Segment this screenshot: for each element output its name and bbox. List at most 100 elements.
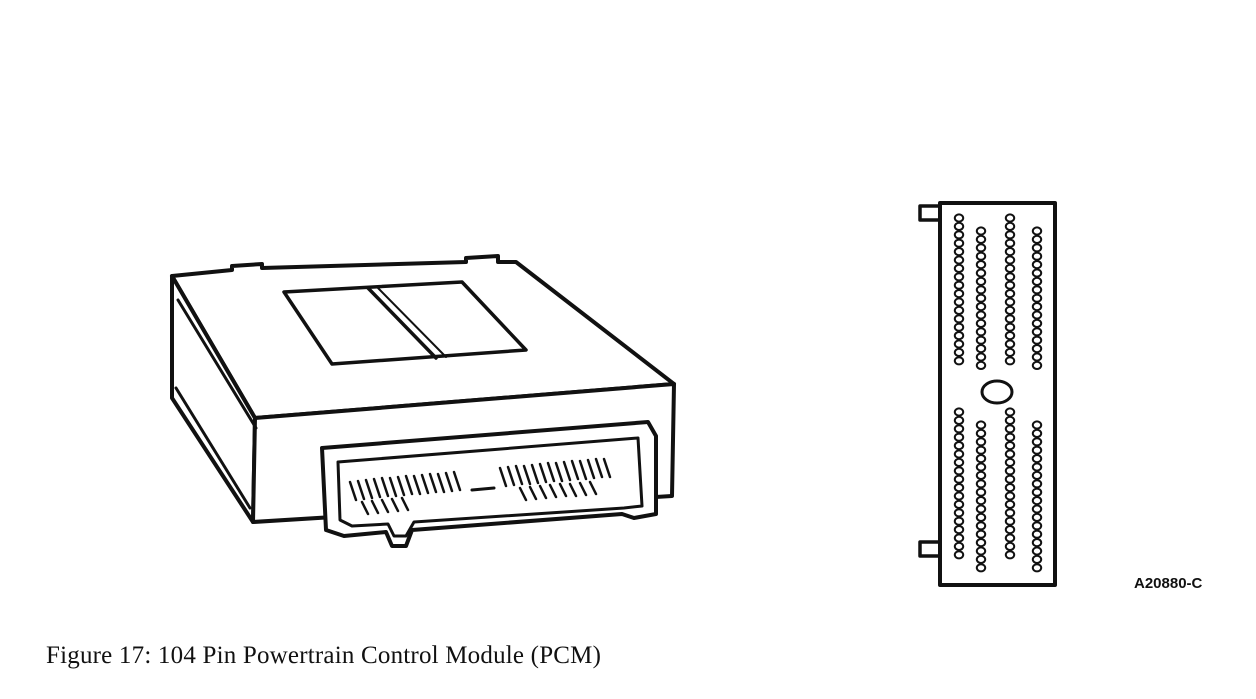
connector-pin-hole bbox=[975, 344, 987, 354]
connector-pin-hole bbox=[975, 243, 987, 253]
connector-pin-hole bbox=[1004, 305, 1016, 315]
connector-pin-hole bbox=[1031, 563, 1043, 573]
connector-pin-hole bbox=[953, 483, 965, 493]
connector-pin-hole bbox=[953, 221, 965, 231]
connector-pin-hole bbox=[1031, 335, 1043, 345]
connector-pin-hole bbox=[953, 491, 965, 501]
connector-pin-hole bbox=[975, 420, 987, 430]
figure-id-label: A20880-C bbox=[1134, 575, 1203, 592]
connector-pin-hole bbox=[1004, 432, 1016, 442]
connector-pin-hole bbox=[953, 331, 965, 341]
connector-pin-hole bbox=[953, 474, 965, 484]
connector-pin-hole bbox=[1031, 546, 1043, 556]
connector-pin-hole bbox=[1004, 508, 1016, 518]
connector-pin-hole bbox=[975, 546, 987, 556]
connector-pin-hole bbox=[1031, 504, 1043, 514]
connector-pin-hole bbox=[975, 318, 987, 328]
connector-latch-tab-bottom bbox=[918, 540, 940, 558]
connector-pin-hole bbox=[953, 533, 965, 543]
connector-pin-hole bbox=[975, 428, 987, 438]
connector-pin-hole bbox=[1031, 554, 1043, 565]
connector-pin-hole bbox=[1004, 347, 1016, 357]
connector-pin-hole bbox=[1004, 255, 1016, 265]
connector-pin-hole bbox=[975, 276, 987, 286]
connector-pin-hole bbox=[975, 504, 987, 514]
connector-pin-hole bbox=[1031, 276, 1043, 286]
connector-pin-hole bbox=[1031, 521, 1043, 531]
connector-pin-hole bbox=[1004, 449, 1016, 459]
connector-pin-hole bbox=[975, 454, 987, 464]
connector-pin-hole bbox=[953, 525, 965, 535]
connector-pin-hole bbox=[1004, 457, 1016, 467]
connector-pin-hole bbox=[1031, 529, 1043, 539]
connector-pin-hole bbox=[1031, 512, 1043, 523]
connector-pin-hole bbox=[1031, 318, 1043, 328]
connector-pin-hole bbox=[953, 508, 965, 518]
connector-pin-hole bbox=[953, 550, 965, 560]
connector-pin-hole bbox=[1004, 289, 1016, 299]
connector-pin-hole bbox=[1031, 327, 1043, 337]
connector-pin-hole bbox=[953, 457, 965, 467]
connector-pin-hole bbox=[1004, 474, 1016, 484]
connector-pin-hole bbox=[1004, 322, 1016, 332]
connector-pin-hole bbox=[953, 424, 965, 434]
connector-pin-hole bbox=[1004, 213, 1016, 223]
connector-pin-holes bbox=[953, 213, 1043, 573]
connector-pin-hole bbox=[1031, 487, 1043, 497]
connector-key-hole bbox=[980, 379, 1014, 405]
connector-pin-hole bbox=[1031, 428, 1043, 438]
connector-pin-hole bbox=[975, 268, 987, 278]
connector-pin-hole bbox=[975, 310, 987, 320]
connector-pin-hole bbox=[953, 356, 965, 366]
connector-pin-hole bbox=[1004, 280, 1016, 290]
connector-pin-hole bbox=[975, 496, 987, 506]
connector-face-body bbox=[938, 201, 1057, 587]
connector-pin-hole bbox=[975, 234, 987, 244]
connector-pin-hole bbox=[975, 554, 987, 565]
connector-pin-hole bbox=[1031, 285, 1043, 295]
connector-pin-hole bbox=[975, 470, 987, 480]
connector-pin-hole bbox=[1004, 415, 1016, 425]
connector-pin-hole bbox=[953, 280, 965, 290]
connector-pin-hole bbox=[953, 247, 965, 257]
connector-pin-hole bbox=[975, 479, 987, 489]
connector-pin-hole bbox=[953, 449, 965, 459]
pcm-connector-housing bbox=[320, 420, 658, 548]
connector-pin-hole bbox=[953, 499, 965, 509]
connector-pin-hole bbox=[953, 289, 965, 299]
connector-pin-hole bbox=[1004, 466, 1016, 476]
connector-pin-hole bbox=[1004, 314, 1016, 324]
connector-pin-hole bbox=[1004, 297, 1016, 307]
pcm-connector-pins bbox=[348, 457, 612, 516]
connector-pin-hole bbox=[1004, 356, 1016, 366]
connector-pin-hole bbox=[1031, 437, 1043, 447]
connector-pin-hole bbox=[1031, 479, 1043, 489]
connector-pin-hole bbox=[1031, 496, 1043, 506]
connector-pin-hole bbox=[1031, 302, 1043, 312]
connector-pin-hole bbox=[953, 339, 965, 349]
connector-pin-hole bbox=[953, 466, 965, 476]
connector-pin-hole bbox=[975, 529, 987, 539]
connector-pin-hole bbox=[1031, 251, 1043, 261]
connector-pin-hole bbox=[1031, 360, 1043, 370]
connector-pin-hole bbox=[953, 230, 965, 240]
connector-pin-hole bbox=[1031, 260, 1043, 270]
connector-pin-hole bbox=[953, 314, 965, 324]
connector-pin-hole bbox=[975, 445, 987, 455]
connector-pin-hole bbox=[1004, 541, 1016, 552]
pcm-side-edge-line-lower bbox=[174, 386, 252, 510]
connector-pin-hole bbox=[953, 305, 965, 315]
connector-pin-hole bbox=[953, 347, 965, 357]
connector-pin-hole bbox=[1004, 483, 1016, 493]
connector-pin-hole bbox=[953, 322, 965, 332]
connector-pin-hole bbox=[1004, 499, 1016, 509]
connector-pin-hole bbox=[1004, 424, 1016, 434]
connector-pin-hole bbox=[1031, 226, 1043, 236]
connector-pin-hole bbox=[975, 538, 987, 548]
connector-pin-hole bbox=[1031, 445, 1043, 455]
connector-pin-hole bbox=[1031, 243, 1043, 253]
connector-pin-hole bbox=[953, 255, 965, 265]
connector-pin-hole bbox=[1004, 491, 1016, 501]
connector-pin-hole bbox=[975, 327, 987, 337]
